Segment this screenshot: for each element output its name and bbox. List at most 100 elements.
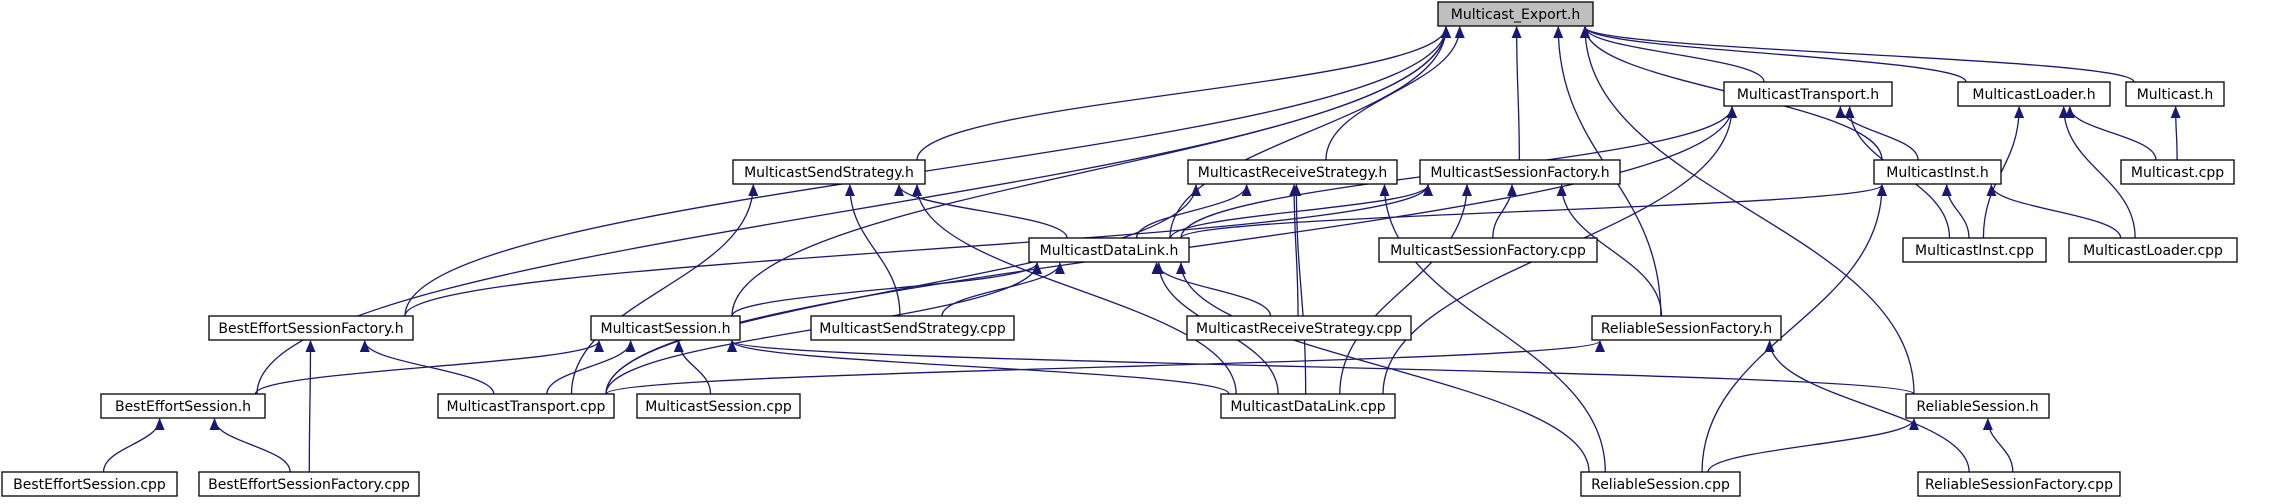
- node-receivestrategy-h[interactable]: MulticastReceiveStrategy.h: [1187, 159, 1398, 185]
- edge-reliablefactory-h-to-sessionfactory-h: [1556, 184, 1663, 317]
- node-box: [208, 315, 414, 341]
- node-box: [1580, 471, 1741, 497]
- node-transport-cpp[interactable]: MulticastTransport.cpp: [437, 393, 615, 419]
- edge-transport-h-to-export-h: [1580, 26, 1765, 83]
- node-label: MulticastTransport.h: [1737, 87, 1879, 103]
- node-besteffortfactory-h[interactable]: BestEffortSessionFactory.h: [208, 315, 414, 341]
- node-sendstrategy-cpp[interactable]: MulticastSendStrategy.cpp: [810, 315, 1015, 341]
- node-sendstrategy-h[interactable]: MulticastSendStrategy.h: [732, 159, 926, 185]
- edge-datalink-h-to-receivestrategy-h: [1135, 184, 1252, 239]
- node-label: MulticastSession.cpp: [645, 399, 792, 415]
- edge-sessionfactory-cpp-to-sessionfactory-h: [1492, 184, 1517, 239]
- edge-datalink-h-to-export-h: [1169, 26, 1451, 239]
- node-label: MulticastLoader.cpp: [2083, 243, 2223, 259]
- node-datalink-h[interactable]: MulticastDataLink.h: [1028, 237, 1190, 263]
- node-label: BestEffortSessionFactory.h: [218, 321, 403, 337]
- edge-transport-cpp-to-receivestrategy-h: [605, 184, 1201, 395]
- node-multicast-h[interactable]: Multicast.h: [2125, 81, 2225, 107]
- edge-transport-cpp-to-sendstrategy-h: [570, 184, 759, 395]
- node-label: Multicast_Export.h: [1451, 7, 1580, 23]
- edge-datalink-cpp-to-session-h: [727, 340, 1230, 395]
- edge-multicast-cpp-to-multicast-h: [2170, 106, 2181, 161]
- edge-inst-cpp-to-inst-h: [1941, 184, 1970, 239]
- edge-sendstrategy-h-to-export-h: [916, 26, 1451, 161]
- node-sessionfactory-cpp[interactable]: MulticastSessionFactory.cpp: [1378, 237, 1598, 263]
- node-reliablefactory-h[interactable]: ReliableSessionFactory.h: [1591, 315, 1782, 341]
- node-box: [1378, 237, 1598, 263]
- node-label: MulticastLoader.h: [1972, 87, 2095, 103]
- node-box: [2068, 237, 2238, 263]
- node-box: [1957, 81, 2111, 107]
- node-label: MulticastSessionFactory.h: [1430, 165, 1609, 181]
- node-label: ReliableSessionFactory.cpp: [1925, 477, 2113, 493]
- edge-multicast-cpp-to-loader-h: [2064, 106, 2157, 161]
- node-besteffortfactory-cpp[interactable]: BestEffortSessionFactory.cpp: [198, 471, 420, 497]
- edge-besteffortsession-cpp-to-besteffortsession-h: [102, 418, 165, 473]
- node-multicast-cpp[interactable]: Multicast.cpp: [2120, 159, 2235, 185]
- node-session-h[interactable]: MulticastSession.h: [590, 315, 741, 341]
- node-reliablesession-h[interactable]: ReliableSession.h: [1905, 393, 2050, 419]
- node-inst-cpp[interactable]: MulticastInst.cpp: [1902, 237, 2047, 263]
- node-receivestrategy-cpp[interactable]: MulticastReceiveStrategy.cpp: [1186, 315, 1412, 341]
- edge-receivestrategy-cpp-to-datalink-h: [1151, 262, 1272, 317]
- edge-datalink-h-to-sessionfactory-h: [1170, 184, 1433, 239]
- edge-inst-h-to-transport-h: [1835, 106, 1919, 161]
- node-transport-h[interactable]: MulticastTransport.h: [1723, 81, 1893, 107]
- node-box: [2120, 159, 2235, 185]
- edge-besteffortfactory-cpp-to-besteffortsession-h: [209, 418, 291, 473]
- node-label: MulticastInst.h: [1886, 165, 1988, 181]
- node-label: MulticastSession.h: [600, 321, 730, 337]
- node-besteffortsession-cpp[interactable]: BestEffortSession.cpp: [1, 471, 178, 497]
- node-inst-h[interactable]: MulticastInst.h: [1873, 159, 2002, 185]
- node-label: ReliableSession.h: [1916, 399, 2038, 415]
- node-box: [590, 315, 741, 341]
- edge-session-h-to-datalink-h: [731, 262, 1042, 317]
- node-box: [636, 393, 801, 419]
- node-reliablefactory-cpp[interactable]: ReliableSessionFactory.cpp: [1917, 471, 2121, 497]
- edge-reliablesession-h-to-export-h: [1580, 26, 1915, 395]
- node-label: MulticastSendStrategy.h: [744, 165, 914, 181]
- edge-loader-cpp-to-inst-h: [1986, 184, 2122, 239]
- node-box: [1917, 471, 2121, 497]
- edge-multicast-h-to-export-h: [1580, 26, 2135, 83]
- node-label: ReliableSession.cpp: [1591, 477, 1730, 493]
- edge-reliablefactory-cpp-to-reliablefactory-h: [1764, 340, 1970, 473]
- edge-sendstrategy-cpp-to-sendstrategy-h: [844, 184, 901, 317]
- node-export-h[interactable]: Multicast_Export.h: [1437, 1, 1594, 27]
- edge-besteffortfactory-h-to-sessionfactory-h: [404, 184, 1433, 317]
- node-box: [1187, 159, 1398, 185]
- edge-besteffortsession-h-to-session-h: [254, 340, 604, 395]
- edge-reliablesession-cpp-to-inst-h: [1701, 184, 1887, 473]
- node-box: [1186, 315, 1412, 341]
- node-box: [1, 471, 178, 497]
- edge-datalink-cpp-to-sessionfactory-h: [1339, 184, 1472, 395]
- node-label: MulticastTransport.cpp: [447, 399, 606, 415]
- node-sessionfactory-h[interactable]: MulticastSessionFactory.h: [1419, 159, 1621, 185]
- node-label: MulticastSessionFactory.cpp: [1390, 243, 1586, 259]
- edge-sessionfactory-h-to-export-h: [1511, 26, 1522, 161]
- node-box: [732, 159, 926, 185]
- node-box: [1028, 237, 1190, 263]
- node-label: BestEffortSessionFactory.cpp: [208, 477, 410, 493]
- edge-receivestrategy-cpp-to-receivestrategy-h: [1289, 184, 1300, 317]
- edge-reliablesession-cpp-to-receivestrategy-h: [1379, 184, 1606, 473]
- edge-datalink-cpp-to-receivestrategy-h: [1291, 184, 1307, 395]
- node-label: BestEffortSession.cpp: [13, 477, 166, 493]
- node-besteffortsession-h[interactable]: BestEffortSession.h: [100, 393, 266, 419]
- node-loader-cpp[interactable]: MulticastLoader.cpp: [2068, 237, 2238, 263]
- node-reliablesession-cpp[interactable]: ReliableSession.cpp: [1580, 471, 1741, 497]
- node-box: [2125, 81, 2225, 107]
- edge-transport-cpp-to-reliablefactory-h: [605, 340, 1605, 395]
- node-box: [1902, 237, 2047, 263]
- edge-besteffortfactory-cpp-to-besteffortfactory-h: [305, 340, 316, 473]
- node-label: BestEffortSession.h: [115, 399, 251, 415]
- node-loader-h[interactable]: MulticastLoader.h: [1957, 81, 2111, 107]
- node-label: ReliableSessionFactory.h: [1601, 321, 1772, 337]
- node-session-cpp[interactable]: MulticastSession.cpp: [636, 393, 801, 419]
- node-label: Multicast.h: [2137, 87, 2214, 103]
- node-datalink-cpp[interactable]: MulticastDataLink.cpp: [1220, 393, 1396, 419]
- node-label: MulticastDataLink.cpp: [1230, 399, 1385, 415]
- node-box: [1419, 159, 1621, 185]
- node-box: [810, 315, 1015, 341]
